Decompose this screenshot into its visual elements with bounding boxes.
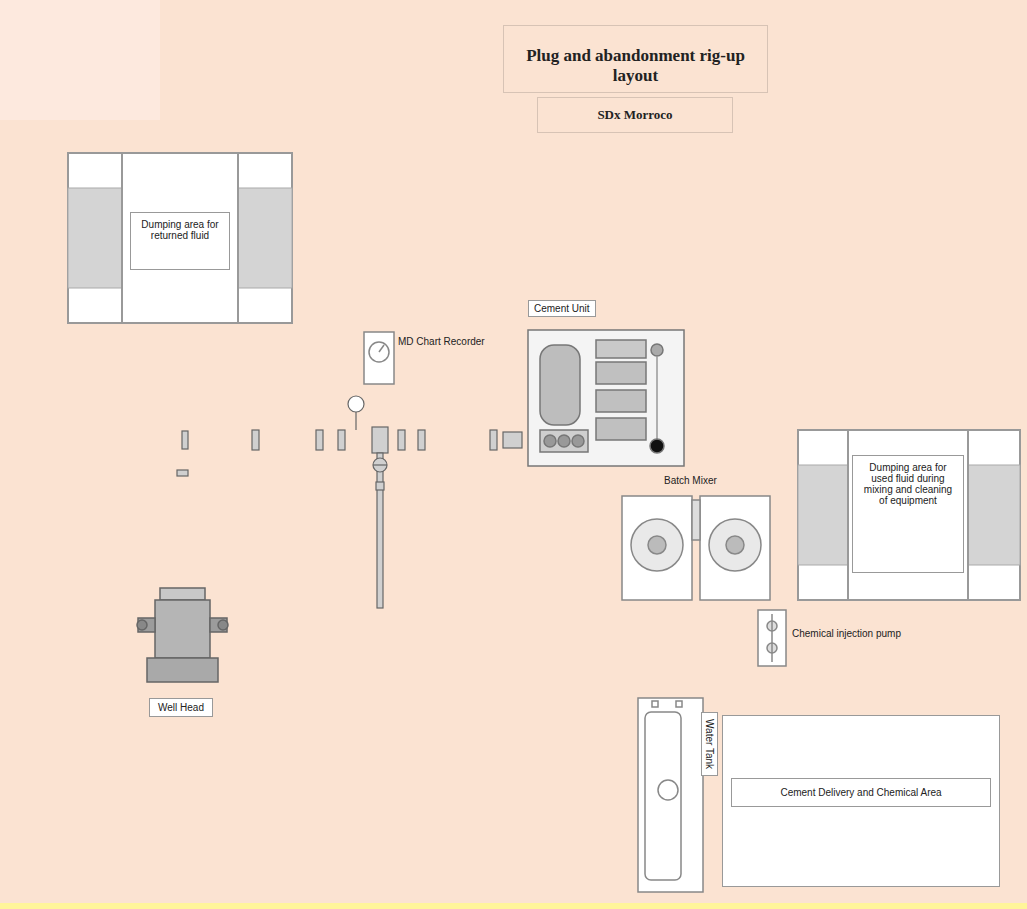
water-tank: Water Tank [638, 698, 703, 892]
flange [316, 430, 323, 450]
subtitle-text: SDx Morroco [538, 107, 732, 123]
well-head: Well Head [135, 575, 230, 717]
node-label: MD Chart Recorder [398, 336, 490, 347]
node-label: Cement Delivery and Chemical Area [731, 778, 991, 807]
node-label: Batch Mixer [660, 474, 721, 487]
node-label: Chemical injection pump [792, 628, 916, 639]
cement-unit: Cement Unit [522, 300, 690, 470]
batch-mixer-drawing [622, 496, 770, 600]
title-box: Plug and abandonment rig-up layout [503, 25, 768, 93]
union [503, 432, 522, 448]
dump-area-left [68, 153, 292, 323]
chart-recorder: MD Chart Recorder [362, 328, 490, 386]
bottom-strip [0, 903, 1027, 909]
cement-delivery-area: Cement Delivery and Chemical Area [722, 715, 1000, 887]
dump-area-box: Dumping area for used fluid during mixin… [852, 455, 964, 573]
batch-mixer: Batch Mixer [620, 474, 772, 602]
dump-area-right [798, 430, 1020, 600]
subtitle-box: SDx Morroco [537, 97, 733, 133]
wellhead-drawing [137, 588, 228, 682]
dump-area-box: Dumping area for returned fluid [130, 212, 230, 270]
water-tank-drawing [638, 698, 703, 892]
node-label: Dumping area for used fluid during mixin… [859, 462, 957, 506]
tee [372, 427, 388, 453]
title-text: Plug and abandonment rig-up layout [504, 46, 767, 86]
chemical-pump-drawing [758, 610, 786, 666]
flange [418, 430, 425, 450]
flange [338, 430, 345, 450]
pressure-gauge [348, 396, 364, 412]
chemical-injection-pump: Chemical injection pump [756, 608, 916, 668]
valve [373, 458, 387, 472]
node-label: Cement Unit [528, 300, 596, 317]
flange [398, 430, 405, 450]
node-label: Well Head [149, 698, 213, 717]
flange [182, 431, 188, 449]
cement-unit-drawing [528, 330, 684, 466]
light-patch [0, 0, 160, 120]
flange [490, 430, 497, 450]
chart-recorder-drawing [364, 332, 394, 384]
drain-line [377, 453, 383, 608]
node-label: Water Tank [701, 712, 718, 776]
flange [252, 430, 259, 450]
node-label: Dumping area for returned fluid [137, 219, 223, 241]
